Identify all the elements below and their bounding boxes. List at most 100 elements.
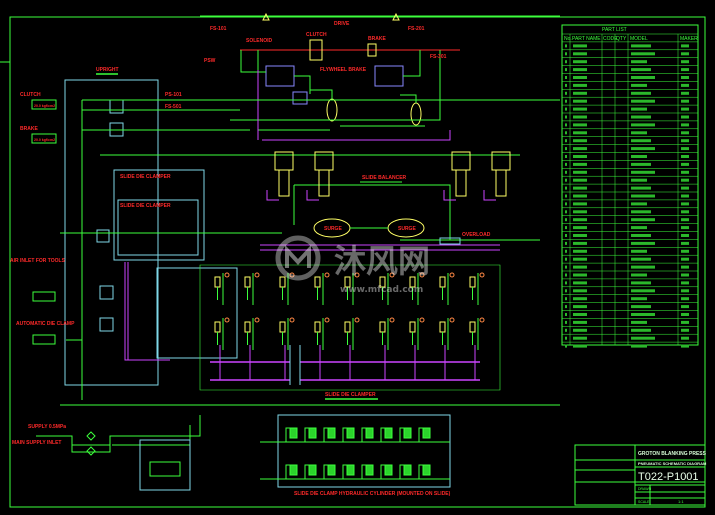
maker-cell — [681, 313, 689, 316]
hydraulic-cylinder — [384, 427, 393, 439]
hydraulic-line — [285, 464, 290, 479]
part-name-cell — [573, 139, 587, 143]
model-cell — [631, 155, 647, 158]
clutch-unit — [309, 39, 323, 61]
hydraulic-cylinder — [403, 464, 412, 476]
model-cell — [631, 313, 655, 316]
clamp-line — [217, 273, 224, 305]
part-name-cell — [573, 241, 587, 245]
maker-cell — [681, 147, 689, 151]
brake-label: BRAKE — [20, 126, 38, 132]
maker-cell — [681, 249, 689, 253]
gauge-icon — [354, 317, 360, 323]
clamp-cylinder — [214, 276, 221, 288]
part-name-cell — [573, 178, 587, 182]
maker-cell — [681, 241, 689, 245]
gauge-icon — [389, 317, 395, 323]
drawing-title: PNEUMATIC SCHEMATIC DIAGRAM — [638, 461, 707, 466]
model-cell — [631, 115, 651, 119]
tag-label: SUPPLY 0.5MPa — [28, 424, 66, 430]
part-name-cell — [573, 320, 587, 324]
row-number-cell — [565, 210, 567, 214]
row-number-cell — [565, 186, 567, 190]
hydraulic-line — [361, 427, 366, 442]
model-cell — [631, 76, 655, 79]
row-number-cell — [565, 241, 567, 245]
part-list-title: PART LIST — [602, 27, 627, 33]
maker-cell — [681, 257, 689, 261]
drawn-label: DRAWN — [638, 487, 652, 491]
maker-cell — [681, 162, 689, 166]
model-cell — [631, 320, 647, 324]
maker-cell — [681, 131, 689, 135]
drawing-border — [9, 16, 706, 508]
air-inlet-label: AIR INLET FOR TOOLS — [10, 258, 66, 264]
part-name-cell — [573, 265, 587, 269]
part-list-header: MAKER — [680, 36, 698, 42]
clamp-cylinder — [244, 276, 251, 288]
hydraulic-cylinder — [346, 427, 355, 439]
tag-label: SLIDE DIE CLAMPER — [120, 174, 171, 180]
maker-cell — [681, 186, 689, 190]
maker-cell — [681, 289, 689, 293]
model-cell — [631, 226, 647, 230]
clamp-line — [247, 318, 254, 350]
gauge-icon — [224, 272, 230, 278]
gauge-icon — [324, 272, 330, 278]
gauge-icon — [479, 272, 485, 278]
row-number-cell — [565, 115, 567, 119]
part-name-cell — [573, 107, 587, 111]
company-name: GROTON BLANKING PRESS — [638, 451, 707, 457]
model-cell — [631, 336, 655, 340]
maker-cell — [681, 91, 689, 95]
tag-label: BRAKE — [368, 36, 386, 42]
hydraulic-line — [285, 427, 290, 442]
maker-cell — [681, 107, 689, 111]
clamp-cylinder — [314, 321, 321, 333]
part-list-header: QTY — [616, 36, 627, 42]
part-list-header: No. — [564, 36, 572, 42]
maker-cell — [681, 170, 689, 174]
model-cell — [631, 328, 651, 332]
balancer-section: SLIDE BALANCER SURGE SURGE OVERLOAD — [60, 151, 540, 251]
model-cell — [631, 305, 651, 309]
hydraulic-line — [399, 427, 404, 442]
balancer-line — [443, 190, 456, 201]
part-name-cell — [573, 76, 587, 79]
air-tank — [410, 102, 422, 126]
row-number-cell — [565, 218, 567, 222]
row-number-cell — [565, 155, 567, 158]
model-cell — [631, 281, 651, 285]
clutch-pressure-value: 20.0 kgf/cm2 — [34, 104, 55, 108]
gauge-icon — [254, 272, 260, 278]
clamp-line — [282, 273, 289, 305]
balancer-label: SLIDE BALANCER — [362, 175, 407, 181]
drive-section: DRIVE FS-101 SOLENOID PSW CLUTCH BRAKE F… — [200, 12, 560, 141]
hydraulic-cylinder — [289, 464, 298, 476]
gauge-icon — [324, 317, 330, 323]
maker-cell — [681, 155, 689, 158]
model-cell — [631, 60, 647, 64]
balancer-piston-rod — [455, 169, 467, 197]
warning-triangle-icon — [392, 12, 400, 21]
clamp-line — [347, 273, 354, 305]
model-cell — [631, 241, 655, 245]
hydraulic-cylinder — [384, 464, 393, 476]
row-number-cell — [565, 131, 567, 135]
model-cell — [631, 83, 647, 87]
hydraulic-cylinder — [327, 427, 336, 439]
model-cell — [631, 344, 647, 348]
valve-block — [292, 91, 308, 105]
row-number-cell — [565, 91, 567, 95]
hydraulic-line — [342, 427, 347, 442]
part-name-cell — [573, 281, 587, 285]
balancer-line — [266, 190, 279, 201]
model-cell — [631, 210, 651, 214]
balancer-line — [483, 190, 496, 201]
maker-cell — [681, 68, 689, 72]
part-name-cell — [573, 202, 587, 206]
part-name-cell — [573, 131, 587, 135]
maker-cell — [681, 83, 689, 87]
gauge-icon — [289, 272, 295, 278]
